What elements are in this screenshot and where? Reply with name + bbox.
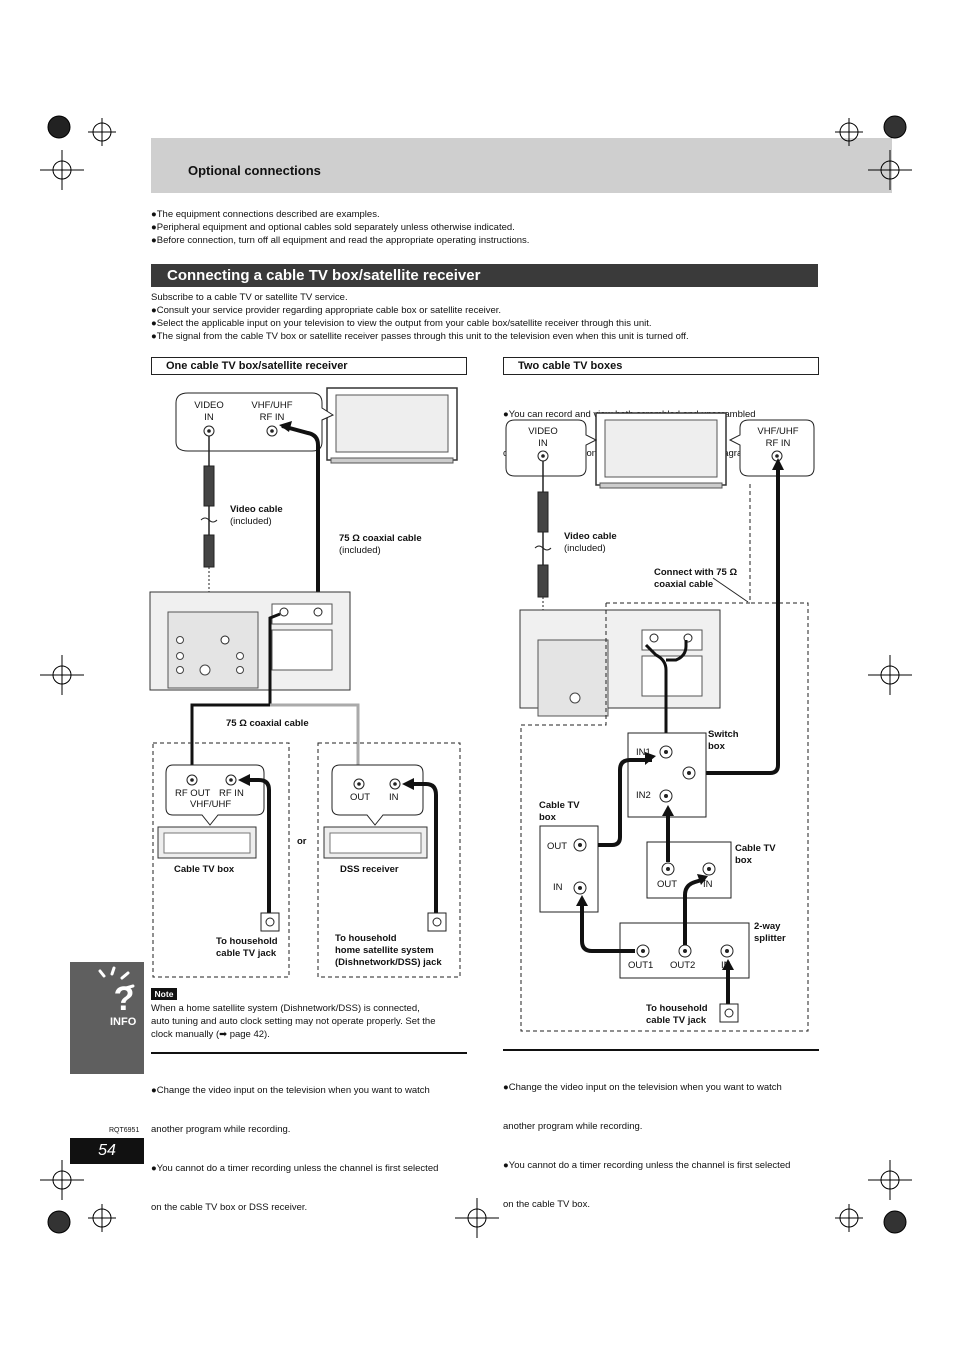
info-tab: ? INFO <box>70 962 144 1074</box>
dss-port-in: IN <box>389 792 399 803</box>
intro-bullet: ●Before connection, turn off all equipme… <box>151 235 530 246</box>
left-coax-plain-label: 75 Ω coaxial cable <box>224 718 311 730</box>
left-video-cable-label: Video cable(included) <box>230 504 283 527</box>
cable-box-port-vhf: VHF/UHF <box>190 799 232 810</box>
svg-text:?: ? <box>114 980 135 1018</box>
page-number: 54 <box>70 1138 144 1164</box>
intro-bullet: ●The equipment connections described are… <box>151 209 380 220</box>
right-video-cable-label: Video cable(included) <box>564 531 617 554</box>
info-question-icon: ? <box>98 966 135 1018</box>
right-recorder <box>519 609 721 717</box>
box-b-port-in: IN <box>703 879 713 890</box>
cable-box-port-rfout: RF OUT <box>175 788 211 799</box>
info-label: INFO <box>110 1016 137 1028</box>
cable-box-port-rfin: RF IN <box>219 788 244 799</box>
section-lines: Subscribe to a cable TV or satellite TV … <box>151 291 689 343</box>
section-line: Subscribe to a cable TV or satellite TV … <box>151 292 348 303</box>
left-coax-label: 75 Ω coaxial cable(included) <box>339 533 422 556</box>
switch-port-in2: IN2 <box>636 790 651 801</box>
header-band <box>151 138 892 193</box>
right-subtitle: Two cable TV boxes <box>503 357 819 375</box>
intro-bullet: ●Peripheral equipment and optional cable… <box>151 222 515 233</box>
note-badge: Note <box>151 988 177 1000</box>
section-line: ●Consult your service provider regarding… <box>151 305 502 316</box>
dss-label: DSS receiver <box>340 864 399 875</box>
right-tv <box>595 412 727 489</box>
left-recorder <box>149 591 351 691</box>
left-rule <box>151 1052 467 1054</box>
right-footer-bullets: ●Change the video input on the televisio… <box>503 1082 791 1210</box>
left-footer-bullets: ●Change the video input on the televisio… <box>151 1085 439 1213</box>
cable-box-unit <box>157 826 257 859</box>
box-b-port-out: OUT <box>657 879 678 890</box>
left-tv <box>326 387 458 464</box>
box-a-port-in: IN <box>553 882 563 893</box>
section-title: Connecting a cable TV box/satellite rece… <box>151 264 818 287</box>
left-subtitle: One cable TV box/satellite receiver <box>151 357 467 375</box>
intro-bullets: ●The equipment connections described are… <box>151 208 529 247</box>
box-a-port-out: OUT <box>547 841 568 852</box>
dss-port-out: OUT <box>350 792 371 803</box>
dss-unit <box>323 826 428 859</box>
note-text: When a home satellite system (Dishnetwor… <box>151 1003 436 1040</box>
splitter-port-out2: OUT2 <box>670 960 696 971</box>
cable-box-label: Cable TV box <box>174 864 235 875</box>
splitter-port-in: IN <box>721 960 731 971</box>
doc-code: RQT6951 <box>109 1127 140 1134</box>
page-title: Optional connections <box>188 163 321 178</box>
switch-port-in1: IN1 <box>636 747 651 758</box>
right-rule <box>503 1049 819 1051</box>
or-label: or <box>297 836 307 847</box>
splitter-port-out1: OUT1 <box>628 960 654 971</box>
section-line: ●The signal from the cable TV box or sat… <box>151 331 689 342</box>
section-line: ●Select the applicable input on your tel… <box>151 318 652 329</box>
